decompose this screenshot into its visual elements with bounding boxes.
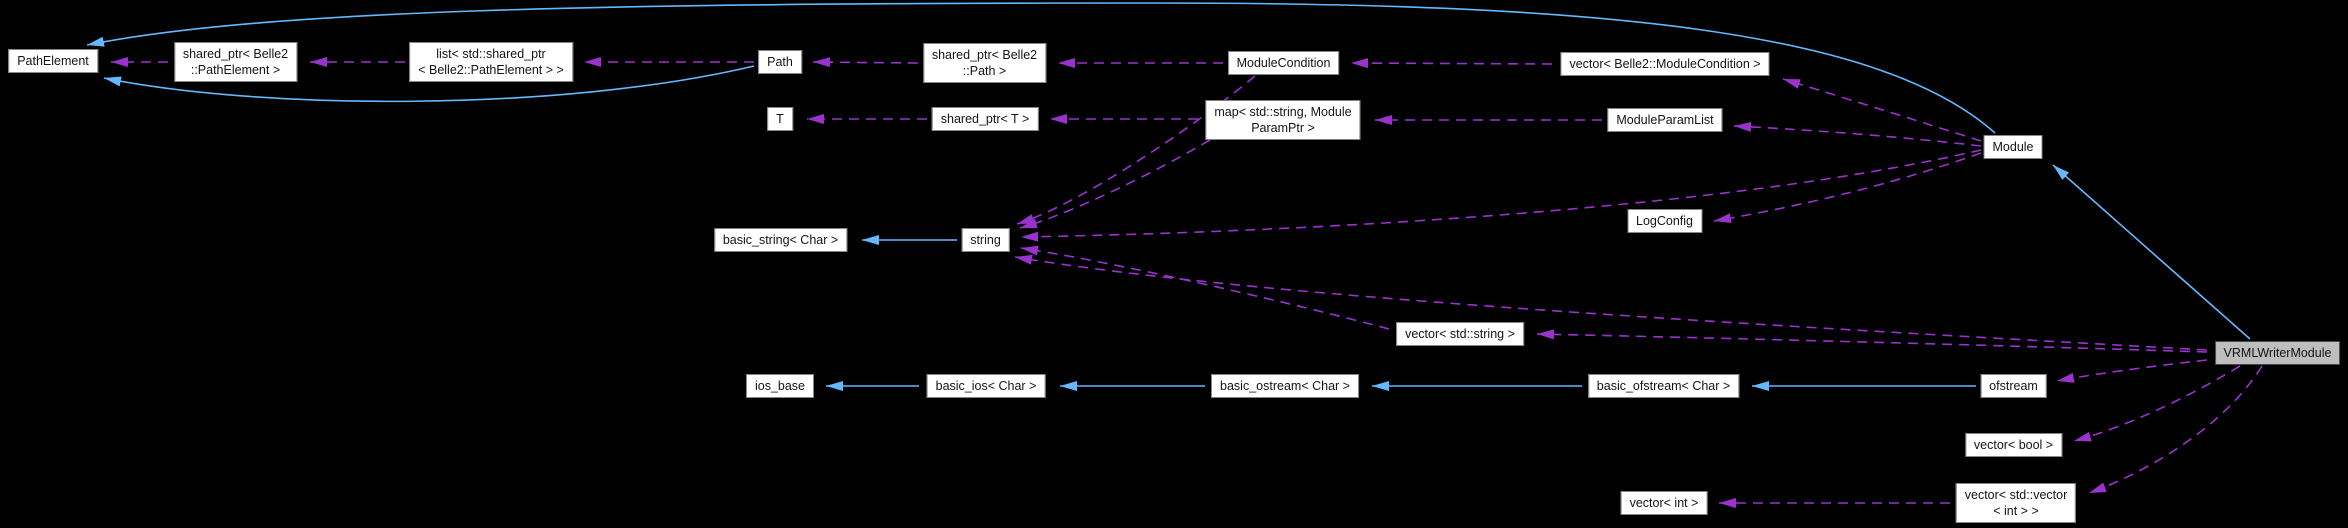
- edge-inheritance-vrml-writer-module-to-module: [2052, 164, 2251, 340]
- edge-usage-vrml-writer-module-to-string: [1014, 254, 2208, 351]
- edge-usage-vector-module-condition-to-module-condition: [1350, 58, 1553, 69]
- node-vector-int[interactable]: vector< int >: [1620, 490, 1708, 515]
- node-string[interactable]: string: [961, 228, 1010, 252]
- node-vector-vector-int[interactable]: vector< std::vector < int > >: [1955, 482, 2077, 523]
- node-vector-module-condition[interactable]: vector< Belle2::ModuleCondition >: [1560, 52, 1770, 76]
- edge-inheritance-module-to-path-element: [86, 2, 1996, 134]
- edge-usage-vrml-writer-module-to-ofstream: [2056, 359, 2208, 383]
- edge-usage-shared-ptr-path-to-path: [812, 57, 919, 68]
- node-shared-ptr-t[interactable]: shared_ptr< T >: [931, 107, 1039, 131]
- edge-usage-map-module-param-ptr-to-string: [1019, 139, 1211, 229]
- node-module[interactable]: Module: [1983, 134, 2043, 159]
- node-basic-ios[interactable]: basic_ios< Char >: [926, 373, 1046, 398]
- edge-usage-module-to-vector-module-condition: [1782, 78, 1982, 142]
- edge-usage-vrml-writer-module-to-vector-vector-int: [2088, 365, 2263, 494]
- edge-usage-vrml-writer-module-to-vector-std-string: [1536, 329, 2208, 353]
- node-vrml-writer-module[interactable]: VRMLWriterModule: [2214, 340, 2341, 365]
- node-module-condition[interactable]: ModuleCondition: [1227, 50, 1340, 75]
- node-path-element[interactable]: PathElement: [8, 49, 98, 73]
- node-path[interactable]: Path: [758, 50, 802, 74]
- edge-usage-module-condition-to-string: [1016, 75, 1256, 225]
- node-ios-base[interactable]: ios_base: [745, 373, 815, 398]
- edge-usage-vector-std-string-to-string: [1020, 245, 1390, 330]
- edge-usage-vrml-writer-module-to-vector-bool: [2073, 365, 2241, 442]
- edges-group: [86, 2, 2263, 508]
- node-list-shared-ptr[interactable]: list< std::shared_ptr < Belle2::PathElem…: [409, 42, 573, 82]
- node-ofstream[interactable]: ofstream: [1980, 374, 2047, 398]
- node-vector-std-string[interactable]: vector< std::string >: [1396, 322, 1524, 346]
- edge-usage-module-to-string: [1020, 149, 1982, 242]
- node-log-config[interactable]: LogConfig: [1627, 208, 1702, 233]
- node-basic-ostream[interactable]: basic_ostream< Char >: [1211, 373, 1359, 398]
- edge-usage-module-to-log-config: [1713, 152, 1982, 224]
- node-basic-string[interactable]: basic_string< Char >: [713, 228, 848, 252]
- node-shared-ptr-path[interactable]: shared_ptr< Belle2 ::Path >: [922, 43, 1047, 83]
- node-t[interactable]: T: [767, 106, 793, 131]
- node-vector-bool[interactable]: vector< bool >: [1964, 433, 2063, 457]
- node-module-param-list[interactable]: ModuleParamList: [1607, 107, 1723, 132]
- edge-inheritance-path-to-path-element: [103, 65, 755, 103]
- node-shared-ptr-path-element[interactable]: shared_ptr< Belle2 ::PathElement >: [173, 42, 298, 82]
- node-basic-ofstream[interactable]: basic_ofstream< Char >: [1587, 374, 1740, 398]
- node-map-module-param-ptr[interactable]: map< std::string, Module ParamPtr >: [1205, 99, 1361, 140]
